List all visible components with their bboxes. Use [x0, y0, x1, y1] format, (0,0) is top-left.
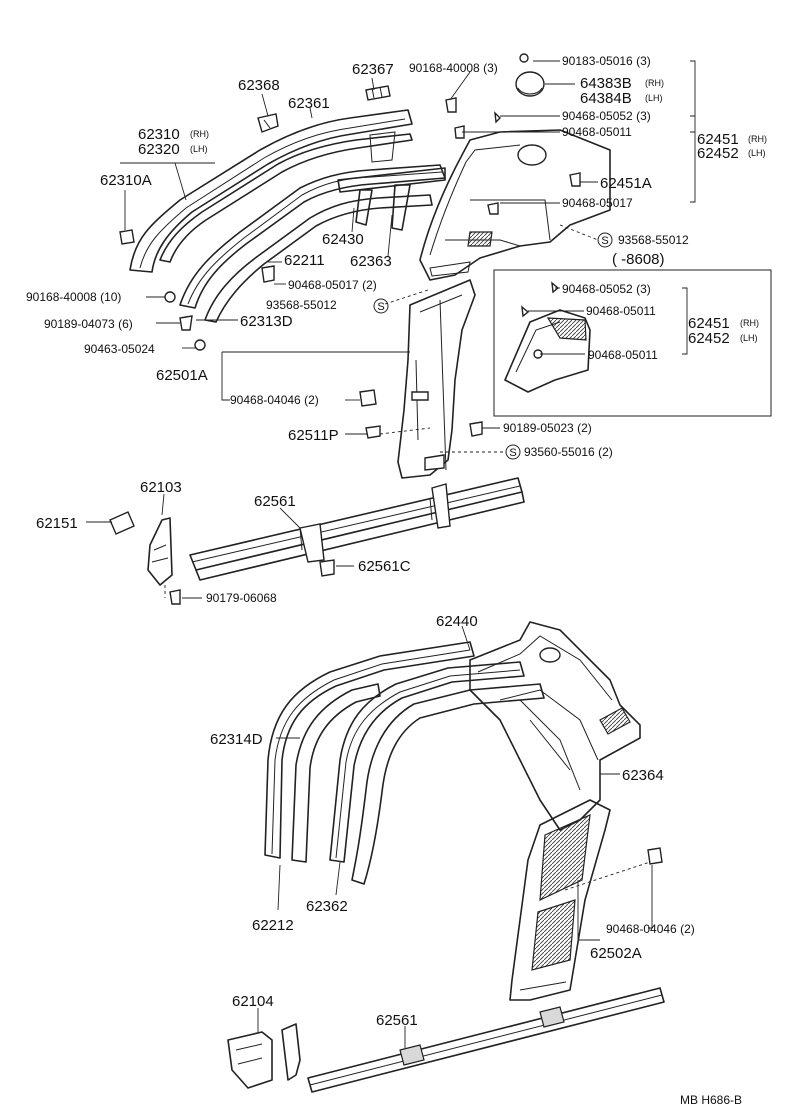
- label-62452-b-side: (LH): [740, 333, 758, 343]
- label-90168-40008-a: 90168-40008 (3): [409, 61, 498, 75]
- label-90463-05024: 90463-05024: [84, 342, 155, 356]
- svg-text:S: S: [601, 235, 608, 247]
- label-90468-05011-b: 90468-05011: [586, 304, 656, 318]
- label-62310a: 62310A: [100, 172, 152, 189]
- label-90468-05011-a: 90468-05011: [562, 125, 632, 139]
- label-62320: 62320: [138, 141, 180, 158]
- label-62310: 62310: [138, 126, 180, 143]
- label-62367: 62367: [352, 61, 394, 78]
- label-90468-04046-b: 90468-04046 (2): [606, 922, 695, 936]
- sill-trim-62561-upper: [189, 477, 525, 581]
- label-90468-04046-a: 90468-04046 (2): [230, 393, 319, 407]
- svg-text:S: S: [509, 447, 516, 459]
- label-90468-05052-b: 90468-05052 (3): [562, 282, 651, 296]
- label-62211: 62211: [284, 252, 325, 269]
- label-90189-04073: 90189-04073 (6): [44, 317, 133, 331]
- center-pillar-62501a: [397, 279, 476, 479]
- label-93568-55012-b: 93568-55012: [266, 298, 337, 312]
- label-93568-55012-a: 93568-55012: [618, 233, 689, 247]
- label-62364: 62364: [622, 767, 664, 784]
- label-90189-05023: 90189-05023 (2): [503, 421, 592, 435]
- label-62430: 62430: [322, 231, 364, 248]
- label-62452: 62452: [697, 145, 739, 162]
- label-62151: 62151: [36, 515, 78, 532]
- label-90468-05052-a: 90468-05052 (3): [562, 109, 651, 123]
- label-62561-a: 62561: [254, 493, 296, 510]
- clip-62367: [365, 85, 391, 101]
- label-90179-06068: 90179-06068: [206, 591, 277, 605]
- label-62501a: 62501A: [156, 367, 208, 384]
- pillar-garnish-62362: [329, 661, 545, 885]
- label-90468-05017-a: 90468-05017: [562, 196, 633, 210]
- s-symbol-1: S: [597, 232, 613, 248]
- label-62451-b: 62451: [688, 315, 730, 332]
- label-90168-40008-b: 90168-40008 (10): [26, 290, 121, 304]
- s-symbol-3: S: [505, 444, 521, 460]
- label-93560-55016: 93560-55016 (2): [524, 445, 613, 459]
- label-62361: 62361: [288, 95, 330, 112]
- label-62502a: 62502A: [590, 945, 642, 962]
- fasteners-upper: [119, 53, 581, 605]
- label-62511p: 62511P: [288, 427, 339, 444]
- label-62561c: 62561C: [358, 558, 411, 575]
- label-code: MB H686-B: [680, 1093, 742, 1107]
- quarter-trim-62451: [419, 129, 611, 281]
- label-62104: 62104: [232, 993, 274, 1010]
- label-90183-05016: 90183-05016 (3): [562, 54, 651, 68]
- bracket-62103: [109, 511, 173, 586]
- clip-90468-04046-lower: [647, 847, 663, 865]
- center-pillar-62502a: [509, 799, 611, 1001]
- label-62451-b-side: (RH): [740, 318, 759, 328]
- label-62451a: 62451A: [600, 175, 652, 192]
- inner-bracket-62430: [337, 131, 446, 231]
- label-62452-side: (LH): [748, 148, 766, 158]
- label-64384b-side: (LH): [645, 93, 663, 103]
- label-62103: 62103: [140, 479, 182, 496]
- label-64383b: 64383B: [580, 75, 632, 92]
- leader-lines: [86, 60, 696, 1048]
- label-90468-05017-b: 90468-05017 (2): [288, 278, 377, 292]
- roof-side-rail-62314d: [264, 641, 475, 863]
- label-62451-side: (RH): [748, 134, 767, 144]
- cap-64383b: [515, 71, 545, 97]
- label-62310-side: (RH): [190, 129, 209, 139]
- clip-62368: [257, 113, 279, 133]
- label-62452-b: 62452: [688, 330, 730, 347]
- label-62313d: 62313D: [240, 313, 293, 330]
- s-symbol-2: S: [373, 298, 389, 314]
- label-64384b: 64384B: [580, 90, 632, 107]
- label-62561-b: 62561: [376, 1012, 418, 1029]
- label-62212: 62212: [252, 917, 294, 934]
- bracket-62104: [227, 1023, 301, 1089]
- quarter-panel-62440: [469, 621, 641, 831]
- part-labels: 90183-05016 (3) 64383B (RH) 64384B (LH) …: [26, 54, 767, 1107]
- sill-trim-62561-lower: [307, 987, 665, 1093]
- label-90468-05011-c: 90468-05011: [588, 348, 658, 362]
- label-62362: 62362: [306, 898, 348, 915]
- label-62363: 62363: [350, 253, 392, 270]
- label-64383b-side: (RH): [645, 78, 664, 88]
- label-62451: 62451: [697, 131, 739, 148]
- roof-side-rail-62310: [129, 109, 413, 273]
- label-8608: ( -8608): [612, 251, 665, 268]
- svg-text:S: S: [377, 301, 384, 313]
- label-62368: 62368: [238, 77, 280, 94]
- label-62440: 62440: [436, 613, 478, 630]
- label-62314d: 62314D: [210, 731, 263, 748]
- label-62320-side: (LH): [190, 144, 208, 154]
